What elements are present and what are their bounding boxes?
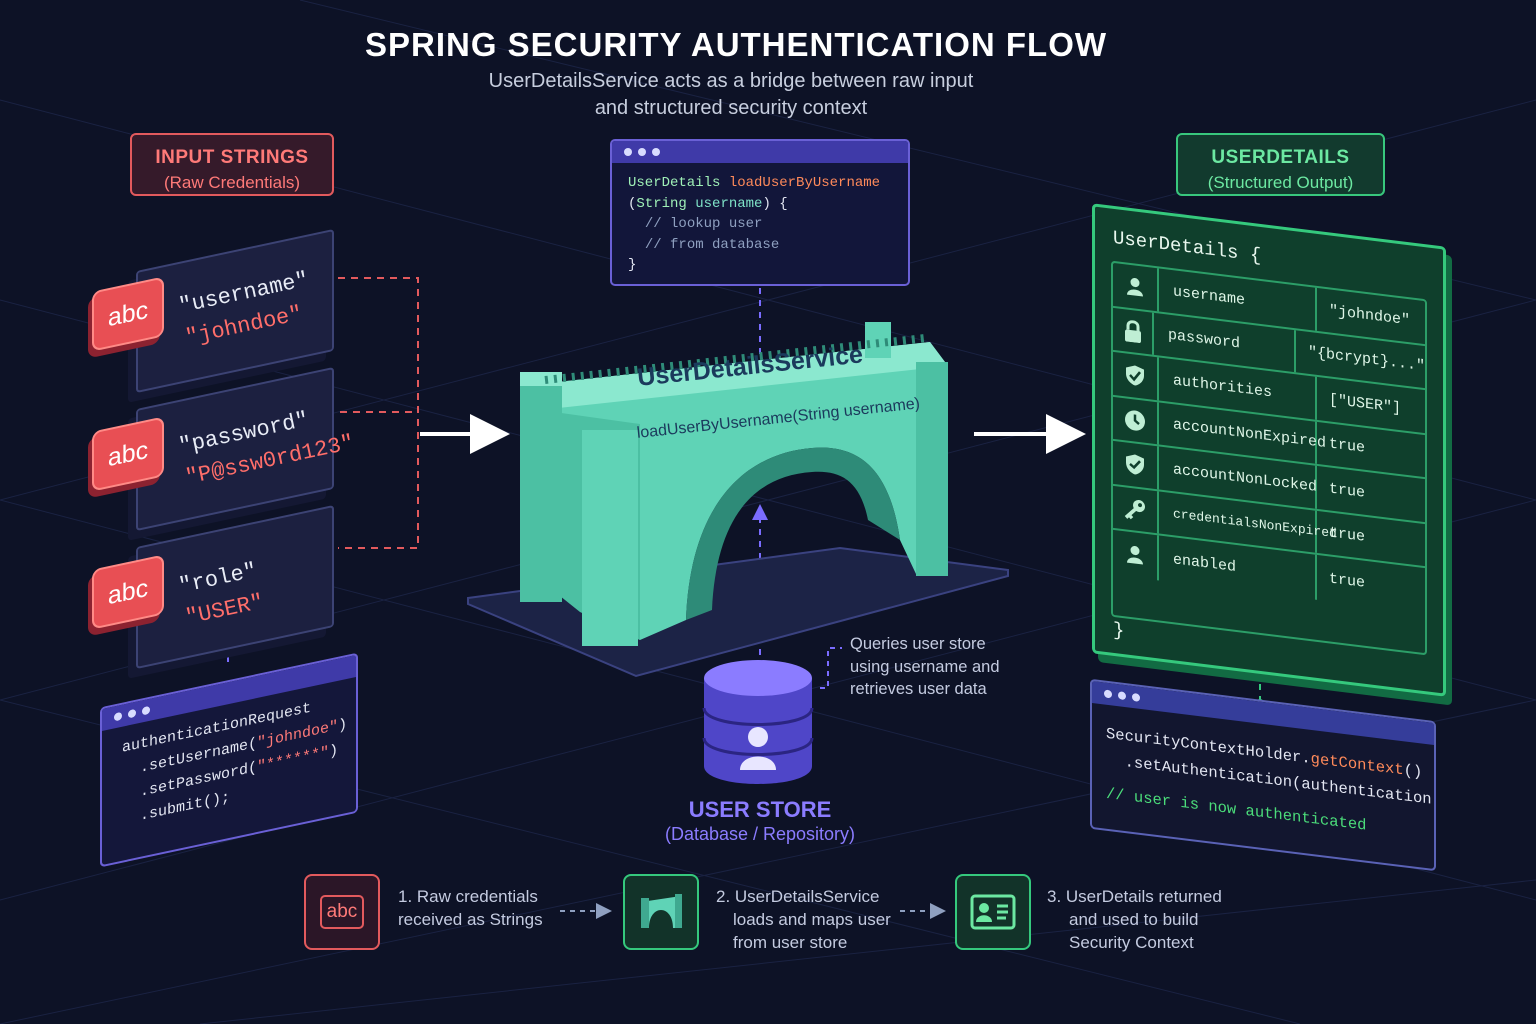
code-line: // lookup user — [628, 214, 892, 235]
window-dot-icon — [1118, 691, 1126, 701]
code-line: } — [628, 255, 892, 276]
table-row: enabled true — [1113, 529, 1425, 613]
step-line: from user store — [733, 933, 848, 952]
user-store-note: Queries user store using username and re… — [850, 633, 1000, 701]
bridge-illustration — [467, 322, 1009, 678]
step-2-box — [623, 874, 699, 950]
id-card-icon — [970, 894, 1016, 930]
step-line: 1. Raw credentials — [398, 887, 538, 906]
database-icon — [702, 660, 814, 784]
code-token: } — [628, 257, 637, 273]
code-token: ) — [338, 715, 348, 735]
user-store-title: USER STORE — [688, 797, 832, 822]
code-token: // lookup user — [644, 216, 763, 232]
heading-title: INPUT STRINGS — [155, 147, 309, 168]
table-row: accountNonLocked true — [1113, 440, 1425, 524]
clock-icon — [1113, 396, 1159, 445]
userdetails-open: UserDetails { — [1113, 226, 1262, 268]
note-line: using username and — [850, 657, 1000, 676]
step-line: received as Strings — [398, 910, 543, 929]
window-dot-icon — [128, 708, 136, 719]
page-title: SPRING SECURITY AUTHENTICATION FLOW — [364, 26, 1108, 63]
window-dot-icon — [1132, 692, 1140, 702]
window-dot-icon — [1104, 689, 1112, 699]
step-2-text: 2. UserDetailsService loads and maps use… — [716, 885, 891, 954]
code-body: UserDetails loadUserByUsername(String us… — [612, 163, 908, 284]
note-line: Queries user store — [850, 635, 986, 653]
step-line: loads and maps user — [733, 910, 891, 929]
code-token: () — [1403, 761, 1423, 782]
heading-subtitle: (Raw Credentials) — [163, 173, 301, 192]
shield-icon — [1113, 440, 1159, 489]
code-token: username — [695, 195, 763, 212]
code-token: ) — [329, 741, 339, 761]
lock-icon — [1113, 307, 1155, 355]
table-row: accountNonExpired true — [1113, 396, 1425, 480]
heading-title: USERDETAILS — [1211, 147, 1350, 168]
step-line: Security Context — [1069, 933, 1194, 952]
table-row: authorities ["USER"] — [1113, 351, 1425, 435]
table-row: username "johndoe" — [1113, 262, 1425, 346]
service-code-window: UserDetails loadUserByUsername(String us… — [610, 139, 910, 286]
subtitle-line: and structured security context — [594, 97, 868, 119]
step-1-box: abc — [304, 874, 380, 950]
step-3-box — [955, 874, 1031, 950]
table-row: password "{bcrypt}..." — [1113, 307, 1425, 391]
code-line: (String username) { — [628, 194, 892, 215]
bridge-icon — [641, 894, 682, 928]
code-token: loadUserByUsername — [728, 175, 881, 191]
step-3-text: 3. UserDetails returned and used to buil… — [1047, 885, 1222, 954]
step-1-text: 1. Raw credentials received as Strings — [398, 885, 543, 931]
user-icon — [1113, 529, 1159, 580]
userdetails-heading: USERDETAILS (Structured Output) — [1176, 133, 1385, 196]
input-connectors — [338, 277, 419, 549]
shield-check-icon — [1113, 351, 1159, 400]
input-strings-heading: INPUT STRINGS (Raw Credentials) — [130, 133, 334, 196]
window-dot-icon — [142, 705, 150, 716]
step-line: and used to build — [1069, 910, 1199, 929]
userdetails-panel: UserDetails { username "johndoe" passwor… — [1092, 203, 1446, 697]
abc-icon: abc — [320, 895, 364, 929]
page-subtitle: UserDetailsService acts as a bridge betw… — [0, 68, 1462, 122]
code-token: UserDetails — [628, 175, 721, 191]
window-dot-icon — [114, 711, 122, 722]
heading-subtitle: (Structured Output) — [1207, 173, 1354, 192]
user-store-subtitle: (Database / Repository) — [664, 824, 856, 844]
userdetails-table: username "johndoe" password "{bcrypt}...… — [1111, 260, 1427, 656]
code-line: UserDetails loadUserByUsername — [628, 173, 892, 194]
window-titlebar — [612, 141, 908, 163]
userdetails-close: } — [1113, 618, 1125, 643]
code-token: // from database — [644, 236, 780, 253]
code-line: // from database — [628, 235, 892, 256]
step-line: 3. UserDetails returned — [1047, 887, 1222, 906]
code-token: ( — [628, 195, 637, 212]
subtitle-line: UserDetailsService acts as a bridge betw… — [488, 70, 974, 92]
code-token: ) { — [762, 195, 788, 212]
step-line: 2. UserDetailsService — [716, 887, 880, 906]
table-row: credentialsNonExpired true — [1113, 485, 1425, 569]
user-icon — [1113, 262, 1159, 311]
window-dot-icon — [652, 148, 660, 156]
note-line: retrieves user data — [850, 680, 987, 698]
key-icon — [1113, 485, 1159, 534]
window-dot-icon — [624, 148, 632, 156]
code-token: String — [636, 195, 687, 212]
window-dot-icon — [638, 148, 646, 156]
